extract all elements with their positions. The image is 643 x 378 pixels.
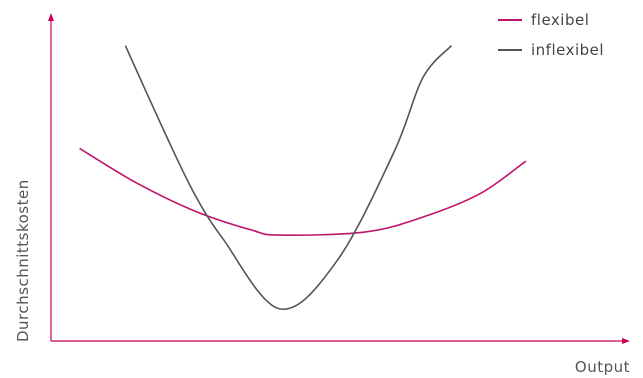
series-line-inflexibel	[124, 45, 452, 310]
series-layer	[79, 45, 527, 310]
x-axis-label: Output	[575, 358, 630, 376]
legend-label-inflexibel: inflexibel	[531, 41, 604, 59]
x-axis-arrow	[622, 338, 630, 344]
y-axis-label: Durchschnittskosten	[14, 179, 32, 342]
legend-label-flexibel: flexibel	[531, 11, 589, 29]
series-line-flexibel	[79, 147, 527, 236]
legend: flexibel inflexibel	[498, 11, 604, 59]
y-axis-arrow	[48, 13, 54, 21]
